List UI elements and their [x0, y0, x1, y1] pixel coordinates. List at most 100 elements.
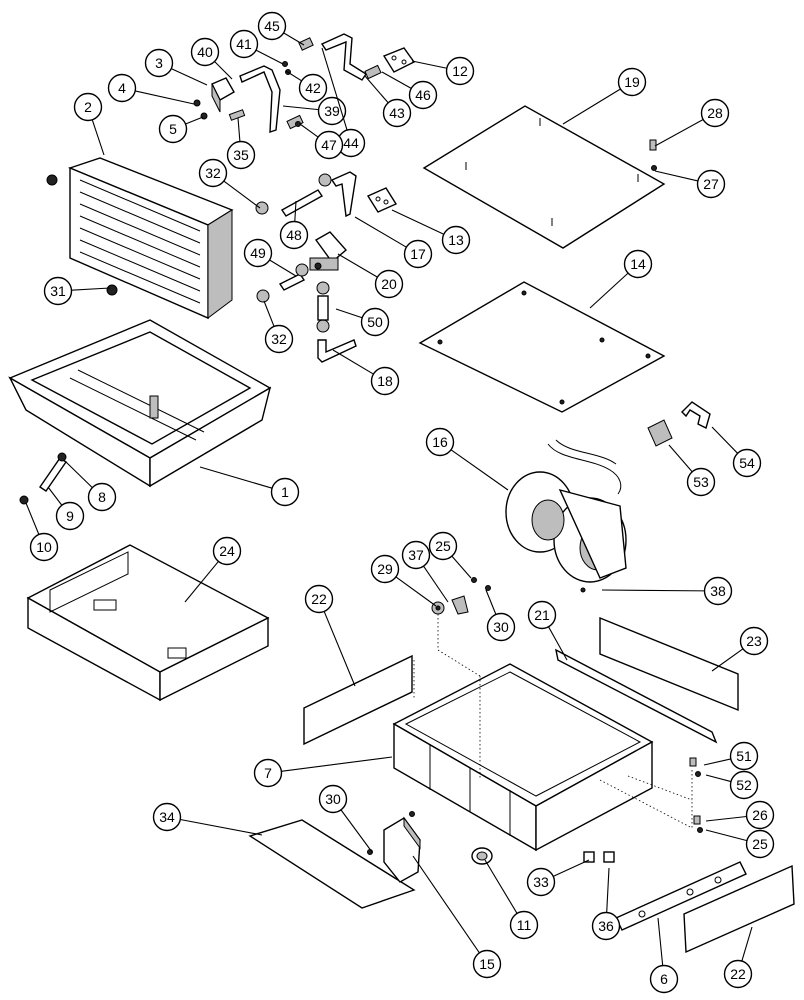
callout-bubble	[649, 964, 679, 994]
blower-assembly	[505, 439, 627, 593]
callout-bubble	[226, 140, 256, 170]
callout-number: 43	[389, 105, 405, 121]
callout-leader-line	[548, 626, 568, 661]
callout-40: 40	[190, 37, 233, 80]
callout-25: 25	[705, 829, 775, 859]
callout-bubble	[257, 11, 287, 41]
callout-number: 32	[271, 331, 287, 347]
callout-17: 17	[354, 216, 433, 269]
callout-bubble	[732, 448, 762, 478]
callout-leader-line	[711, 648, 744, 672]
callout-leader-line	[180, 818, 263, 836]
callout-bubble	[623, 249, 653, 279]
callout-bubble	[264, 324, 294, 354]
callout-bubble	[617, 67, 647, 97]
filter-plate	[418, 281, 666, 413]
callout-number: 53	[693, 474, 709, 490]
callout-number: 32	[205, 165, 221, 181]
callout-leader-line	[741, 926, 753, 962]
callout-bubble	[253, 758, 283, 788]
callout-1: 1	[199, 466, 300, 507]
callout-bubble	[43, 276, 73, 306]
callout-52: 52	[705, 770, 759, 800]
callout-bubble	[403, 239, 433, 269]
callout-53: 53	[668, 444, 716, 497]
callout-bubble	[696, 169, 726, 199]
callout-29: 29	[370, 554, 437, 607]
callout-13: 13	[391, 209, 471, 255]
callout-leader-line	[337, 253, 378, 278]
callout-leader-line	[412, 855, 480, 954]
callout-leader-line	[214, 61, 233, 80]
callout-leader-line	[283, 32, 305, 46]
evaporator-core	[46, 157, 234, 320]
callout-54: 54	[711, 426, 762, 478]
callout-28: 28	[654, 98, 730, 147]
callout-number: 16	[432, 434, 448, 450]
callout-number: 39	[324, 103, 340, 119]
callout-18: 18	[332, 349, 400, 396]
callout-bubble	[370, 554, 400, 584]
callout-bubble	[445, 56, 475, 86]
callout-leader-line	[91, 119, 105, 156]
callout-number: 23	[746, 633, 762, 649]
callout-bubble	[729, 741, 759, 771]
callout-number: 36	[598, 918, 614, 934]
callout-leader-line	[323, 611, 356, 687]
connector-and-bracket	[647, 401, 711, 447]
heater-hose	[317, 295, 357, 363]
callout-leader-line	[705, 774, 732, 783]
callout-bubble	[243, 238, 273, 268]
tube-plate-lower	[366, 187, 398, 213]
callout-bubble	[527, 600, 557, 630]
callout-leader-line	[484, 859, 518, 914]
callout-33: 33	[526, 859, 590, 897]
callout-number: 17	[410, 246, 426, 262]
callout-number: 7	[264, 765, 272, 781]
callout-bubble	[73, 92, 103, 122]
callout-leader-line	[423, 565, 449, 603]
callout-bubble	[158, 114, 188, 144]
callout-leader-line	[668, 444, 693, 473]
callout-20: 20	[337, 253, 404, 299]
callout-number: 52	[736, 777, 752, 793]
drain-tube	[19, 452, 67, 505]
callout-leader-line	[25, 502, 40, 535]
callout-leader-line	[285, 70, 302, 82]
callout-number: 25	[752, 836, 768, 852]
callout-leader-line	[223, 180, 261, 209]
bottom-cover	[26, 544, 270, 702]
callout-bubble	[304, 584, 334, 614]
callout-26: 26	[705, 800, 775, 830]
callout-bubble	[739, 626, 769, 656]
callout-23: 23	[711, 626, 769, 672]
callout-bubble	[441, 225, 471, 255]
callout-5: 5	[158, 114, 204, 144]
callout-leader-line	[135, 90, 195, 105]
callout-25: 25	[428, 531, 472, 579]
callout-48: 48	[279, 200, 309, 250]
callout-bubble	[700, 98, 730, 128]
callout-number: 21	[534, 607, 550, 623]
callout-bubble	[472, 949, 502, 979]
callout-4: 4	[107, 73, 195, 105]
callout-leader-line	[601, 589, 705, 592]
top-housing	[8, 319, 272, 488]
callout-bubble	[318, 784, 348, 814]
callout-24: 24	[184, 536, 242, 603]
callout-30: 30	[485, 589, 516, 642]
callout-leader-line	[71, 287, 111, 291]
callout-number: 45	[264, 18, 280, 34]
bottom-panel	[248, 819, 416, 909]
callout-bubble	[428, 531, 458, 561]
callout-number: 38	[710, 583, 726, 599]
callout-number: 12	[452, 63, 468, 79]
callout-bubble	[229, 29, 259, 59]
callout-19: 19	[562, 67, 647, 125]
callout-number: 25	[435, 538, 451, 554]
callout-number: 14	[630, 256, 646, 272]
callout-leader-line	[705, 815, 747, 822]
callout-bubble	[360, 307, 390, 337]
callout-number: 29	[377, 561, 393, 577]
callout-number: 48	[286, 227, 302, 243]
